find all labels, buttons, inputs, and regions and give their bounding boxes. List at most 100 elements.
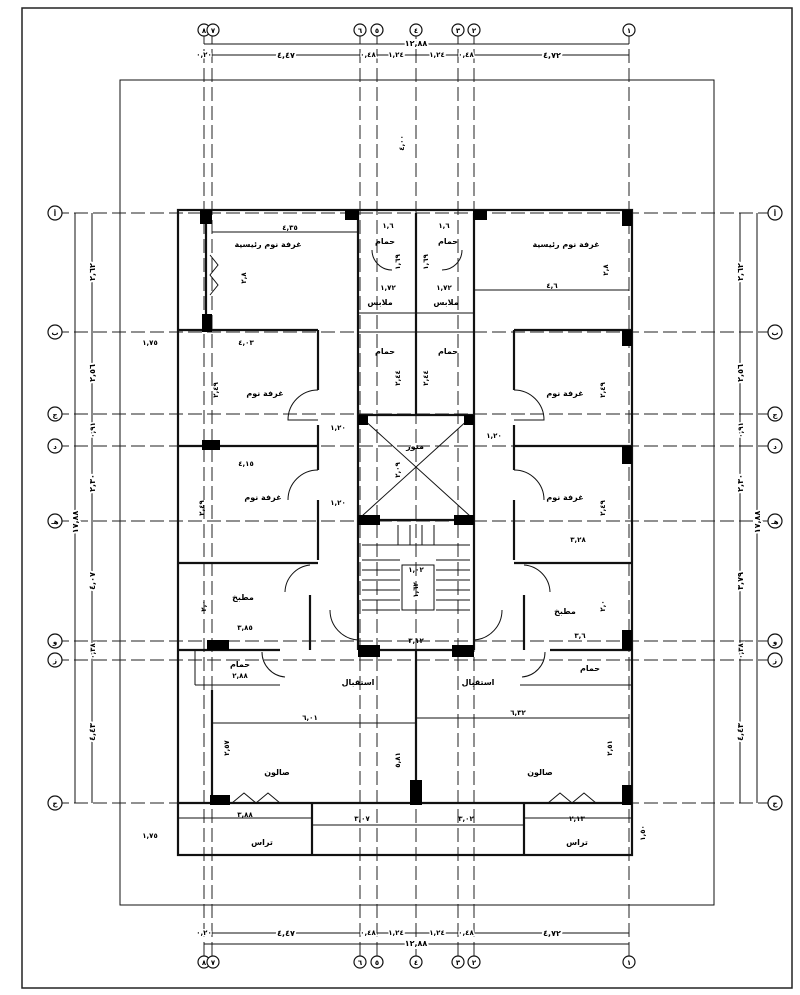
interior-dimensions: ٤,٣٥ ٤,٦ ٢,٨ ٢,٨ ١,٦ ١,٦ ١,٧٢ ١,٧٢ ١,٦٩ … <box>142 135 647 840</box>
dimension-label: ٨ <box>202 27 207 35</box>
room-master-bedroom-left: غرفة نوم رئيسية <box>234 240 301 249</box>
dimension-label: ١,٢٤ <box>388 51 403 59</box>
dimension-label: ٥,٨١ <box>394 752 402 767</box>
dimension-label: ٢,٥١ <box>606 740 614 755</box>
dimension-label: أ <box>54 209 56 218</box>
axis-bubble-7: ٧ ٧ <box>206 23 220 969</box>
axis-bubbles-vertical: ٨ ٨ ٧ ٧ ٦ ٦ ٥ ٥ ٤ ٤ ٣ ٣ ٢ ٢ ١ ١ <box>197 23 636 969</box>
vertical-grid-lines <box>203 30 630 965</box>
dimension-label: ٢,٠ <box>599 600 607 611</box>
axis-bubble-6: ٦ ٦ <box>353 23 367 969</box>
dimension-label: ج <box>772 411 778 419</box>
dimension-label: ٤,٧٢ <box>543 929 561 938</box>
dimension-label: د <box>53 443 57 451</box>
dimension-label: ٣,٠٢ <box>458 815 474 823</box>
room-salon-right: صالون <box>527 768 553 777</box>
dimension-label: ٠,٩١ <box>737 422 745 437</box>
dimension-label: ١,٦٩ <box>422 254 430 270</box>
room-reception-right: استقبال <box>462 678 495 687</box>
room-dressing-right: ملابس <box>433 298 458 308</box>
dimension-label: ١,٦٩ <box>394 254 402 270</box>
room-master-bedroom-right: غرفة نوم رئيسية <box>532 240 599 249</box>
dimension-label: ٤,٤٧ <box>277 929 295 938</box>
dimension-label: و <box>52 638 57 646</box>
dimension-label: ٤,٠٧ <box>88 572 97 590</box>
dimension-label: ٢,٤٩ <box>198 500 206 516</box>
dimension-label: ١٧,٨٨ <box>753 511 762 534</box>
room-bedroom-1: غرفة نوم <box>246 389 283 398</box>
dimension-label: ٣ <box>456 959 461 967</box>
dimension-label: ج <box>52 411 58 419</box>
bottom-dimensions: ٠,٢٠ ٤,٤٧ ٠,٤٨ ١,٢٤ ١,٢٤ ٠,٤٨ ٤,٧٢ ١٢,٨٨ <box>195 927 629 950</box>
dimension-label: ٣ <box>456 27 461 35</box>
dimension-label: ٨ <box>202 959 207 967</box>
dimension-label: ١,٧٥ <box>142 832 157 840</box>
room-bathroom-3: حمام <box>375 347 395 356</box>
dimension-label: ٢,٤٩ <box>599 382 607 398</box>
dimension-label: ١٢,٨٨ <box>405 939 428 948</box>
columns <box>200 210 632 805</box>
dimension-label: ١,٢٠ <box>330 424 345 432</box>
dimension-label: ز <box>772 657 777 665</box>
room-kitchen-left: مطبخ <box>232 593 254 602</box>
dimension-label: ٠,٤٨ <box>360 51 376 59</box>
dimension-label: ٤,٠٠ <box>398 135 406 150</box>
room-lightwell: منور <box>405 442 424 451</box>
dimension-label: ٧ <box>211 27 216 35</box>
dimension-label: ٧ <box>211 959 216 967</box>
room-bedroom-4: غرفة نوم <box>546 493 583 502</box>
dimension-label: ١,٢٠ <box>330 499 345 507</box>
room-reception-left: استقبال <box>342 678 375 687</box>
dimension-label: ح <box>52 800 58 808</box>
drawing-frame <box>21 7 793 989</box>
dimension-label: ٢,٣٠ <box>736 474 745 492</box>
dimension-label: ٣,٦ <box>574 632 586 640</box>
right-dimensions: ١٧,٨٨ ٢,٦٢ ٢,٥٦ ٠,٩١ ٢,٣٠ ٣,٧٩ ٠,٣٨ ٤,٤٣ <box>734 213 764 803</box>
staircase <box>362 525 470 611</box>
dimension-label: ٢,٦٢ <box>88 263 97 281</box>
dimension-label: ٢,٤٩ <box>212 382 220 398</box>
dimension-label: ٦,٣٢ <box>510 709 526 717</box>
dimension-label: ٠,٢٠ <box>196 929 211 937</box>
dimension-label: ٤,٦ <box>546 282 558 290</box>
dimension-label: ١ <box>627 27 631 35</box>
dimension-label: ٤ <box>414 959 418 967</box>
dimension-label: ب <box>771 329 778 337</box>
dimension-label: ز <box>52 657 57 665</box>
horizontal-grid-lines <box>55 212 775 804</box>
dimension-label: ٤,٤٣ <box>88 723 97 741</box>
dimension-label: ح <box>772 800 778 808</box>
room-wc-left: حمام <box>230 660 250 669</box>
dimension-label: ٢,١٣ <box>569 815 585 823</box>
dimension-label: ١,٦ <box>382 222 394 230</box>
dimension-label: ٤,٤٣ <box>736 723 745 741</box>
dimension-label: ١,٢٠ <box>486 432 501 440</box>
dimension-label: ٣,٢٨ <box>570 536 586 544</box>
dimension-label: ٢,٠٩ <box>394 462 402 478</box>
dimension-label: ٢ <box>472 959 477 967</box>
dimension-label: ٦ <box>358 27 363 35</box>
dimension-label: ٢,٤٩ <box>599 500 607 516</box>
room-bathroom-2: حمام <box>438 237 458 246</box>
dimension-label: ٣,٨٨ <box>237 811 253 819</box>
dimension-label: ٢,٥٦ <box>88 364 97 382</box>
axis-bubble-1: ١ ١ <box>622 23 636 969</box>
dimension-label: ٤,٤٧ <box>277 51 295 60</box>
dimension-label: ٤,١٥ <box>238 460 253 468</box>
dimension-label: ٢,٥٧ <box>223 740 231 756</box>
axis-bubble-3: ٣ ٣ <box>451 23 465 969</box>
dimension-label: ٤,٣٥ <box>282 224 297 232</box>
room-bathroom-4: حمام <box>438 347 458 356</box>
dimension-label: ٢ <box>472 27 477 35</box>
dimension-label: ١٧,٨٨ <box>71 511 80 534</box>
left-dimensions: ١٧,٨٨ ٢,٦٢ ٢,٥٦ ٠,٩١ ٢,٣٠ ٤,٠٧ ٠,٣٨ ٤,٤٣ <box>69 213 99 803</box>
dimension-label: ٦ <box>358 959 363 967</box>
dimension-label: ٣,٨٥ <box>237 624 252 632</box>
dimension-label: ٤,٧٢ <box>543 51 561 60</box>
dimension-label: ٤ <box>414 27 418 35</box>
dimension-label: ١,٥٠ <box>639 825 647 840</box>
dimension-label: ٣,٧٩ <box>736 572 745 590</box>
axis-bubble-4: ٤ ٤ <box>409 23 423 969</box>
